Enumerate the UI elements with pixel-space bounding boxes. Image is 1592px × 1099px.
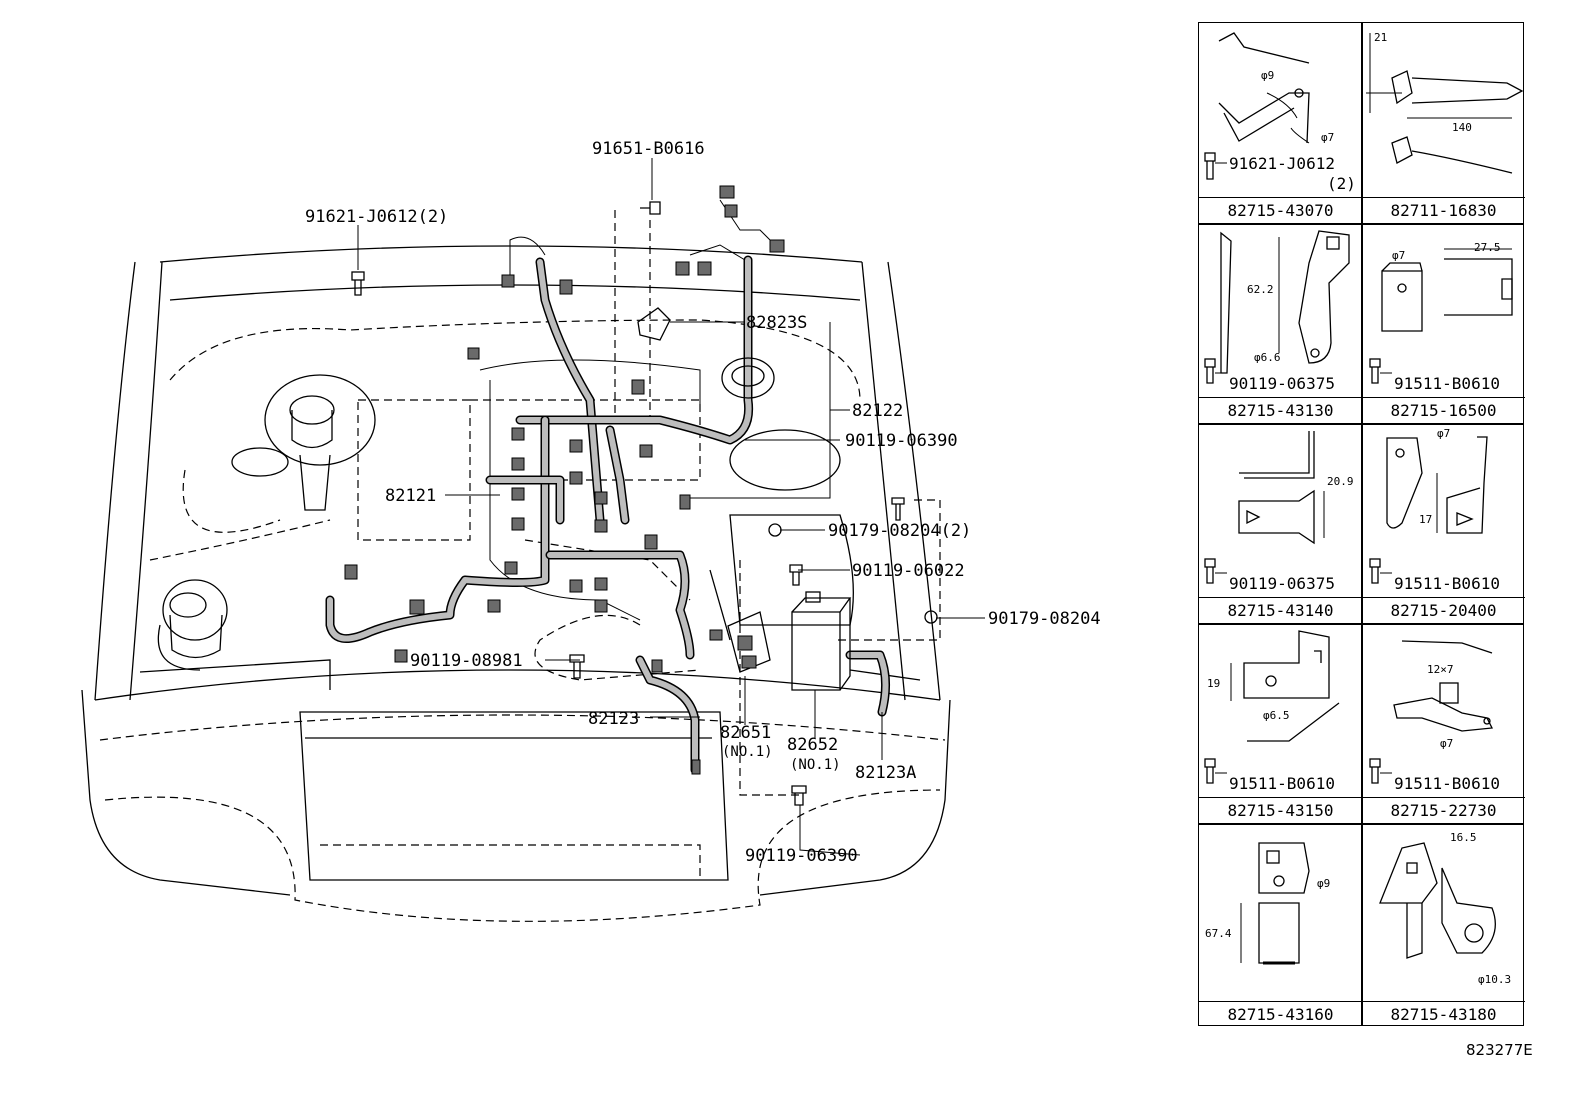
svg-text:φ9: φ9 xyxy=(1261,69,1274,82)
bracket-caption: 82715-43070 xyxy=(1199,197,1362,224)
bracket-82715-16500-drawing: φ7 27.5 91511-B0610 xyxy=(1369,241,1513,393)
callout-82123: 82123 xyxy=(588,709,639,729)
callout-82122: 82122 xyxy=(852,401,903,421)
bracket-cell-82715-43160: φ9 67.4 82715-43160 xyxy=(1199,823,1362,1027)
callout-91651-B0616: 91651-B0616 xyxy=(592,139,705,159)
svg-text:67.4: 67.4 xyxy=(1205,927,1232,940)
bolt-90119-06390-icon xyxy=(891,497,905,521)
callout-91621-J0612: 91621-J0612(2) xyxy=(305,207,448,227)
svg-text:21: 21 xyxy=(1374,31,1387,44)
brake-reservoir xyxy=(231,374,376,511)
bolt-91621-icon xyxy=(351,271,365,296)
bracket-cell-82715-43070: φ9 φ7 91621-J0612 (2) 82715-43070 xyxy=(1199,23,1362,223)
bolt-icon xyxy=(1204,152,1216,162)
callout-90119-06022: 90119-06022 xyxy=(852,561,965,581)
svg-text:90119-06375: 90119-06375 xyxy=(1229,374,1335,393)
bracket-cell-82715-43130: 62.2 φ6.6 90119-06375 82715-43130 xyxy=(1199,223,1362,423)
bracket-parts-panel: φ9 φ7 91621-J0612 (2) 82715-43070 21 140 xyxy=(1198,22,1525,1027)
relay-block-82652 xyxy=(791,591,852,691)
bolt-90119-08981-icon xyxy=(569,654,585,679)
grommet xyxy=(721,357,775,399)
callout-82651-sub: (NO.1) xyxy=(722,744,773,760)
svg-text:φ10.3: φ10.3 xyxy=(1478,973,1511,986)
bolt-90119-06022-icon xyxy=(789,564,803,586)
svg-text:91621-J0612: 91621-J0612 xyxy=(1229,154,1335,173)
bracket-82715-43130-drawing: 62.2 φ6.6 90119-06375 xyxy=(1204,230,1350,393)
bracket-caption: 82715-22730 xyxy=(1362,797,1525,824)
svg-text:91511-B0610: 91511-B0610 xyxy=(1229,774,1335,793)
bracket-82715-43150-drawing: 19 φ6.5 91511-B0610 xyxy=(1204,630,1340,793)
leader-lines xyxy=(357,158,985,856)
svg-text:90119-06375: 90119-06375 xyxy=(1229,574,1335,593)
svg-text:φ7: φ7 xyxy=(1392,249,1405,262)
bracket-cell-82715-43140: 20.9 90119-06375 82715-43140 xyxy=(1199,423,1362,623)
figure-code: 823277E xyxy=(1466,1041,1533,1059)
callout-90119-06390-lower: 90119-06390 xyxy=(745,846,858,866)
svg-text:16.5: 16.5 xyxy=(1450,831,1477,844)
bracket-82715-43070-drawing: φ9 φ7 91621-J0612 (2) xyxy=(1204,32,1356,193)
bracket-cell-82711-16830: 21 140 82711-16830 xyxy=(1362,23,1525,223)
svg-text:20.9: 20.9 xyxy=(1327,475,1354,488)
bracket-82715-20400-drawing: φ7 17 91511-B0610 xyxy=(1369,427,1500,593)
svg-text:91511-B0610: 91511-B0610 xyxy=(1394,774,1500,793)
bracket-cell-82715-16500: φ7 27.5 91511-B0610 82715-16500 xyxy=(1362,223,1525,423)
harness-connectors xyxy=(344,185,785,775)
svg-text:91511-B0610: 91511-B0610 xyxy=(1394,574,1500,593)
callout-82652: 82652 xyxy=(787,735,838,755)
bracket-caption: 82715-20400 xyxy=(1362,597,1525,624)
bracket-82715-22730-drawing: 12×7 φ7 91511-B0610 xyxy=(1369,640,1500,793)
callout-90119-08981: 90119-08981 xyxy=(410,651,523,671)
engine-bay-diagram: 91651-B0616 91621-J0612(2) 82823S 82122 … xyxy=(81,139,1101,922)
svg-text:91511-B0610: 91511-B0610 xyxy=(1394,374,1500,393)
svg-text:12×7: 12×7 xyxy=(1427,663,1454,676)
bracket-caption: 82715-43130 xyxy=(1199,397,1362,424)
wire-harness-82121 xyxy=(325,199,890,775)
callout-82823S: 82823S xyxy=(746,313,807,333)
panel-divider xyxy=(1361,23,1363,1025)
callout-82121: 82121 xyxy=(385,486,436,506)
svg-text:62.2: 62.2 xyxy=(1247,283,1274,296)
bracket-caption: 82715-43160 xyxy=(1199,1001,1362,1028)
svg-text:140: 140 xyxy=(1452,121,1472,134)
bracket-cell-82715-22730: 12×7 φ7 91511-B0610 82715-22730 xyxy=(1362,623,1525,823)
svg-text:φ6.6: φ6.6 xyxy=(1254,351,1281,364)
svg-text:φ7: φ7 xyxy=(1437,427,1450,440)
svg-text:(2): (2) xyxy=(1327,174,1356,193)
svg-text:19: 19 xyxy=(1207,677,1220,690)
bracket-caption: 82715-16500 xyxy=(1362,397,1525,424)
bracket-caption: 82715-43180 xyxy=(1362,1001,1525,1028)
svg-text:φ7: φ7 xyxy=(1321,131,1334,144)
callout-90179-08204: 90179-08204 xyxy=(988,609,1101,629)
bolt-91651-icon xyxy=(640,201,661,215)
callout-labels: 91651-B0616 91621-J0612(2) 82823S 82122 … xyxy=(305,139,1101,866)
bracket-caption: 82715-43150 xyxy=(1199,797,1362,824)
callout-82651: 82651 xyxy=(720,723,771,743)
bracket-82715-43160-drawing: φ9 67.4 xyxy=(1205,842,1330,965)
callout-90119-06390-upper: 90119-06390 xyxy=(845,431,958,451)
engine-block-dashed xyxy=(357,210,941,796)
clamp-82711-16830-drawing: 21 140 xyxy=(1366,31,1524,174)
svg-text:17: 17 xyxy=(1419,513,1432,526)
bracket-82823S xyxy=(637,307,671,341)
callout-90179-08204-2: 90179-08204(2) xyxy=(828,521,971,541)
svg-text:φ6.5: φ6.5 xyxy=(1263,709,1290,722)
bracket-82715-43180-drawing: 16.5 φ10.3 xyxy=(1379,831,1511,986)
bracket-caption: 82715-43140 xyxy=(1199,597,1362,624)
bracket-cell-82715-43180: 16.5 φ10.3 82715-43180 xyxy=(1362,823,1525,1027)
bracket-cell-82715-20400: φ7 17 91511-B0610 82715-20400 xyxy=(1362,423,1525,623)
bracket-82715-43140-drawing: 20.9 90119-06375 xyxy=(1204,431,1354,593)
svg-text:φ7: φ7 xyxy=(1440,737,1453,750)
svg-text:27.5: 27.5 xyxy=(1474,241,1501,254)
callout-82123A: 82123A xyxy=(855,763,916,783)
coolant-reservoir xyxy=(157,579,228,671)
svg-text:φ9: φ9 xyxy=(1317,877,1330,890)
bracket-cell-82715-43150: 19 φ6.5 91511-B0610 82715-43150 xyxy=(1199,623,1362,823)
junction-block-82651 xyxy=(727,611,771,673)
bracket-caption: 82711-16830 xyxy=(1362,197,1525,224)
bolt-90119-06390-lower-icon xyxy=(791,785,807,806)
callout-82652-sub: (NO.1) xyxy=(790,757,841,773)
